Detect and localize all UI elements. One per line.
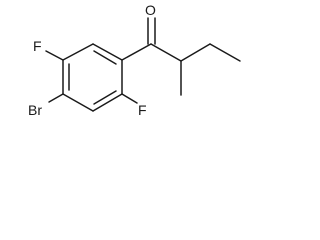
substituent-bonds bbox=[45, 17, 241, 104]
fluorine-atom-label-top: F bbox=[33, 38, 42, 54]
fluorine-atom-label-bottom: F bbox=[138, 102, 147, 118]
ring-bond-c2-c3 bbox=[62, 43, 94, 61]
bond-ring-to-br bbox=[48, 93, 64, 103]
chemical-structure-diagram: O F Br F bbox=[28, 2, 241, 118]
bond-ch2-to-ch3 bbox=[209, 43, 241, 62]
bond-ring-to-f-bottom bbox=[121, 93, 138, 104]
oxygen-atom-label: O bbox=[145, 2, 156, 18]
ring-double-bond-inner-3 bbox=[93, 90, 117, 105]
ring-bond-c5-c6 bbox=[92, 93, 123, 112]
ring-bond-c4-c5 bbox=[62, 93, 94, 112]
ring-double-bond-inner-1 bbox=[93, 50, 117, 65]
bond-ring-to-carbonyl bbox=[121, 43, 152, 61]
bond-ch-to-ch2 bbox=[180, 43, 211, 62]
bond-carbonyl-to-ch bbox=[150, 43, 182, 62]
benzene-ring bbox=[62, 43, 123, 112]
ring-bond-c1-c2 bbox=[92, 43, 123, 61]
bond-ring-to-f-top bbox=[45, 50, 64, 61]
bromine-atom-label: Br bbox=[28, 102, 42, 118]
